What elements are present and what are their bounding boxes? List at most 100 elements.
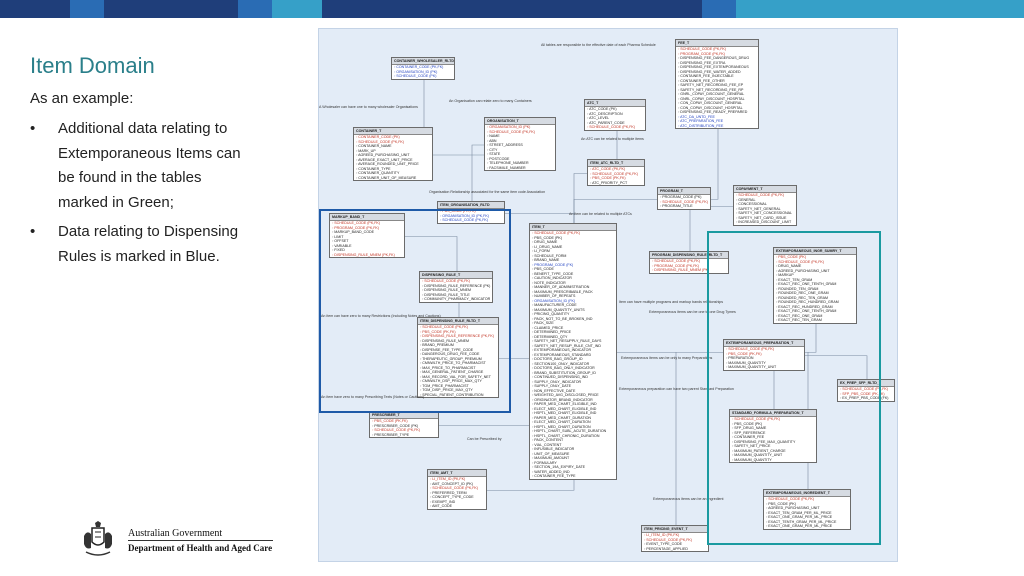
table-column: ◦ AGREED_PURCHASING_UNIT [766, 506, 820, 510]
table-column: ◦ CONTAINER_QUANTITY [356, 171, 400, 175]
table-column: ◦ MAX_RECORD_VAL_FOR_SAFETY_NET [420, 374, 491, 379]
table-column: ◦ SAFETY_NET_RECORDING_FEE_EP [678, 83, 744, 87]
relation-label: All tables are responsible to the effect… [541, 43, 656, 47]
table-column: ◦ DISPENSING_FEE_READY_PREPARED [678, 110, 748, 114]
slide-subtitle: As an example: [30, 90, 134, 107]
table-column: ◦ SCHEDULE_CODE (PK) [394, 74, 437, 78]
table-column: ◦ MAXIMUM_QUANTITY [726, 360, 766, 365]
table-column: ◦ HSPTL_CHART_CHRONIC_DURATION [532, 433, 600, 438]
table-column: ◦ FORMULARY [532, 460, 557, 465]
table-program-dispensing-rule[interactable]: PROGRAM_DISPENSING_RULE_RLTD_T◦ SCHEDULE… [649, 251, 729, 274]
table-extemporaneous-preparation[interactable]: EXTEMPORANEOUS_PREPARATION_T◦ SCHEDULE_C… [723, 339, 805, 371]
table-column: ◦ DISPENSING_FEE_EXTEMPORANEOUS [678, 65, 749, 69]
table-column: ◦ PRICING_QUANTITY [532, 312, 570, 316]
table-column: ◦ SCHEDULE_FORM [532, 253, 567, 258]
table-column: ◦ INFUSIBLE_INDICATOR [532, 447, 575, 451]
table-program[interactable]: PROGRAM_T◦ PROGRAM_CODE (PK)◦ SCHEDULE_C… [657, 187, 711, 210]
table-column: ◦ PRESCRIBER_TYPE [372, 432, 410, 437]
table-column: ◦ PBS_CODE (PK,FK) [590, 176, 626, 180]
table-column: ◦ SCHEDULE_CODE (PK,FK) [660, 199, 709, 204]
table-header: EXTEMPORANEOUS_PREPARATION_T [724, 340, 804, 347]
table-header: DISPENSING_RULE_T [420, 272, 492, 279]
table-column: ◦ INCREASED_DISCOUNT_LIMIT [736, 220, 792, 224]
table-item-amt[interactable]: ITEM_AMT_T◦ LI_ITEM_ID (PK,FK)◦ AMT_CONC… [427, 469, 487, 510]
table-column: ◦ TELEPHONE_NUMBER [487, 161, 529, 165]
table-column: ◦ CONCESSIONAL [736, 202, 767, 206]
table-column: ◦ PROGRAM_CODE (PK,FK) [678, 51, 725, 56]
table-standard-formula-preparation[interactable]: STANDARD_FORMULA_PREPARATION_T◦ SCHEDULE… [729, 409, 817, 463]
table-item-pricing-event[interactable]: ITEM_PRICING_EVENT_T◦ LI_ITEM_ID (PK,FK)… [641, 525, 709, 552]
relation-label: An Organisation can relate zero to many … [449, 99, 532, 103]
table-column: ◦ DETERMINED_QTY [532, 334, 568, 339]
table-column: ◦ PAPER_MED_CHART_DURATION [532, 415, 591, 420]
table-item-dispensing-rule[interactable]: ITEM_DISPENSING_RULE_RLTD_T◦ SCHEDULE_CO… [417, 317, 499, 398]
table-dispensing-rule[interactable]: DISPENSING_RULE_T◦ SCHEDULE_CODE (PK,FK)… [419, 271, 493, 303]
table-item-atc[interactable]: ITEM_ATC_RLTD_T◦ ATC_CODE (PK,FK)◦ SCHED… [587, 159, 645, 186]
bullet-line: Data relating to Dispensing [58, 223, 239, 240]
table-organisation[interactable]: ORGANISATION_T◦ ORGANISATION_ID (PK)◦ SC… [484, 117, 556, 171]
table-column: ◦ ROUNDED_REC_TEN_GRAM [776, 295, 828, 300]
table-column: ◦ EXACT_ONE_GRAM_PER_ML_PRICE [766, 524, 833, 528]
table-header: ATC_T [585, 100, 645, 107]
bullet-line: marked in Green; [58, 193, 174, 211]
table-column: ◦ SCHEDULE_CODE (PK,FK) [726, 347, 775, 351]
table-column: ◦ PRESCRIBER_CODE (PK) [372, 423, 419, 428]
table-item-organisation[interactable]: ITEM_ORGANISATION_RLTD◦ PBS_CODE (PK,FK)… [437, 201, 505, 224]
table-extemporaneous-ingredient-summary[interactable]: EXTEMPORANEOUS_INGR_SUMRY_T◦ PBS_CODE (P… [773, 247, 857, 324]
table-fee[interactable]: FEE_T◦ SCHEDULE_CODE (PK,FK)◦ PROGRAM_CO… [675, 39, 759, 129]
relation-label: Extemporaneous preparation can have two … [619, 387, 734, 391]
table-atc[interactable]: ATC_T◦ ATC_CODE (PK)◦ ATC_DESCRIPTION◦ A… [584, 99, 646, 131]
table-column: ◦ FACSIMILE_NUMBER [487, 165, 526, 170]
table-column: ◦ NON_EFFECTIVE_DATE [532, 388, 576, 393]
table-prescriber[interactable]: PRESCRIBER_T◦ PBS_CODE (PK,FK)◦ PRESCRIB… [369, 411, 439, 438]
table-column: ◦ LI_FORM [532, 249, 550, 253]
table-column: ◦ MAXIMUM_QUANTITY [732, 457, 772, 462]
table-column: ◦ ORIGINATOR_BRAND_INDICATOR [532, 397, 593, 402]
table-header: PROGRAM_DISPENSING_RULE_RLTD_T [650, 252, 728, 259]
table-item[interactable]: ITEM_T◦ SCHEDULE_CODE (PK,FK)◦ PBS_CODE … [529, 223, 617, 480]
table-column: ◦ MAXIMUM_QUANTITY_UNITS [532, 307, 585, 312]
table-column: ◦ CONTINUED_DISPENSING_IND [532, 375, 588, 379]
table-column: ◦ PROGRAM_CODE (FK) [532, 262, 574, 267]
table-column: ◦ EXACT_TEN_GRAM [776, 277, 813, 282]
table-column: ◦ EXACT_TEN_GRAM_PER_ML_PRICE [766, 510, 832, 515]
table-column: ◦ SAFETY_NET_RECORDING_FEE_RP [678, 87, 744, 92]
table-column: ◦ EXACT_REC_ONE_TENTH_GRAM [776, 282, 837, 286]
relation-label: Extemporaneous items can be only to many… [621, 356, 713, 360]
table-column: ◦ PACK_NOT_TO_BE_BROKEN_IND [532, 316, 593, 321]
logo-divider [128, 540, 273, 541]
relation-label: Item can have multiple programs and mark… [619, 300, 724, 304]
table-copayment[interactable]: COPAYMENT_T◦ SCHEDULE_CODE (PK,FK)◦ GENE… [733, 185, 797, 226]
table-header: ITEM_DISPENSING_RULE_RLTD_T [418, 318, 498, 325]
table-column: ◦ SCHEDULE_CODE (PK,FK) [332, 221, 381, 225]
table-column: ◦ THERAPEUTIC_GROUP_PREMIUM [420, 356, 482, 361]
table-column: ◦ EXTEMPORANEOUS_INDICATOR [532, 348, 592, 352]
table-column: ◦ SCHEDULE_CODE (PK,FK) [652, 259, 701, 263]
topbar-segment [238, 0, 272, 18]
slide-title: Item Domain [30, 53, 155, 78]
table-container-wholesaler[interactable]: CONTAINER_WHOLESALER_RLTD_T◦ CONTAINER_C… [391, 57, 455, 80]
topbar-segment [736, 0, 1024, 18]
table-column: ◦ SCHEDULE_CODE (PK,FK) [678, 47, 727, 51]
top-color-bar [0, 0, 1024, 18]
table-extemporaneous-ingredient[interactable]: EXTEMPORANEOUS_INGREDIENT_T◦ SCHEDULE_CO… [763, 489, 851, 530]
table-markup-band[interactable]: MARKUP_BAND_T◦ SCHEDULE_CODE (PK,FK)◦ PR… [329, 213, 405, 258]
table-column: ◦ DISPENSING_RULE_MNEM [422, 288, 472, 292]
table-column: ◦ CMNWLTH_PRICE_TO_PHARMACIST [420, 361, 486, 365]
table-column: ◦ ATC_LEVEL [587, 116, 610, 120]
table-column: ◦ ATC_CODE (PK,FK) [590, 167, 626, 171]
table-column: ◦ UNIT_OF_MEASURE [532, 451, 570, 456]
table-container[interactable]: CONTAINER_T◦ CONTAINER_CODE (PK)◦ SCHEDU… [353, 127, 433, 181]
logo-government-text: Australian Government [128, 528, 223, 539]
relation-label: An item have zero to many Prescribing Te… [321, 395, 425, 399]
table-column: ◦ SCHEDULE_CODE (PK,FK) [590, 171, 639, 176]
relation-label: An item can be related to multiple ATCs [569, 212, 632, 216]
table-header: ITEM_AMT_T [428, 470, 486, 477]
table-column: ◦ ATC_PARENT_CODE [587, 120, 625, 125]
table-header: CONTAINER_T [354, 128, 432, 135]
table-header: EXTEMPORANEOUS_INGR_SUMRY_T [774, 248, 856, 255]
topbar-segment [104, 0, 238, 18]
table-column: ◦ OFFSET [332, 239, 349, 243]
table-header: ITEM_ORGANISATION_RLTD [438, 202, 504, 209]
table-column: ◦ EXACT_REC_HUNDRED_GRAM [776, 304, 833, 309]
